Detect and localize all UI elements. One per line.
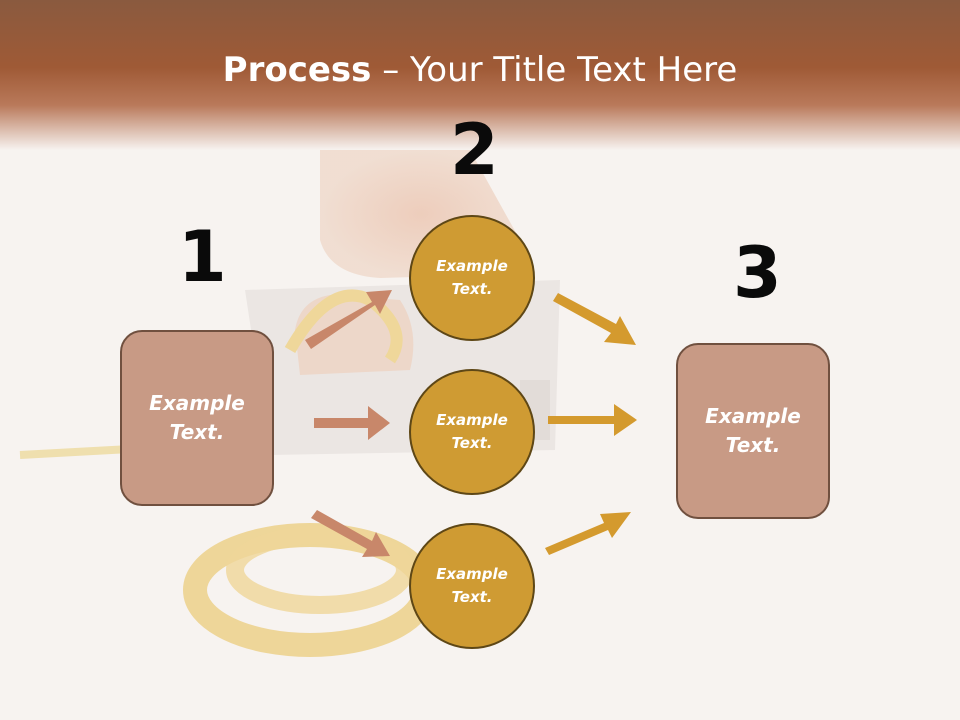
title-separator: –: [371, 50, 411, 90]
right-box-line2: Text.: [725, 433, 781, 457]
circle-1-line1: Example: [436, 257, 508, 275]
arrow-from-circle-2: [548, 404, 637, 436]
title-rest: Your Title Text Here: [410, 50, 738, 90]
circle-2: Example Text.: [409, 369, 535, 495]
circle-1: Example Text.: [409, 215, 535, 341]
arrow-to-circle-2: [314, 406, 390, 440]
circle-1-line2: Text.: [451, 280, 493, 298]
right-arrows: [545, 293, 637, 555]
circle-3: Example Text.: [409, 523, 535, 649]
circle-3-line1: Example: [436, 565, 508, 583]
page-title: Process – Your Title Text Here: [0, 50, 960, 90]
right-box-line1: Example: [705, 404, 801, 428]
left-box: Example Text.: [120, 330, 274, 506]
circle-2-line1: Example: [436, 411, 508, 429]
arrow-to-circle-3: [311, 510, 390, 557]
circle-2-line2: Text.: [451, 434, 493, 452]
step-number-1: 1: [178, 216, 227, 298]
arrow-to-circle-1: [305, 290, 392, 349]
arrow-from-circle-3: [545, 512, 631, 555]
title-bold: Process: [222, 50, 372, 90]
right-box-text: Example Text.: [705, 402, 801, 460]
circle-2-text: Example Text.: [436, 409, 508, 455]
right-box: Example Text.: [676, 343, 830, 519]
arrow-from-circle-1: [553, 293, 636, 345]
left-box-line1: Example: [149, 391, 245, 415]
circle-3-text: Example Text.: [436, 563, 508, 609]
circle-3-line2: Text.: [451, 588, 493, 606]
left-box-text: Example Text.: [149, 389, 245, 447]
left-arrows: [305, 290, 392, 557]
left-box-line2: Text.: [169, 420, 225, 444]
step-number-3: 3: [733, 232, 782, 314]
circle-1-text: Example Text.: [436, 255, 508, 301]
title-banner: [0, 0, 960, 150]
step-number-2: 2: [450, 109, 499, 191]
